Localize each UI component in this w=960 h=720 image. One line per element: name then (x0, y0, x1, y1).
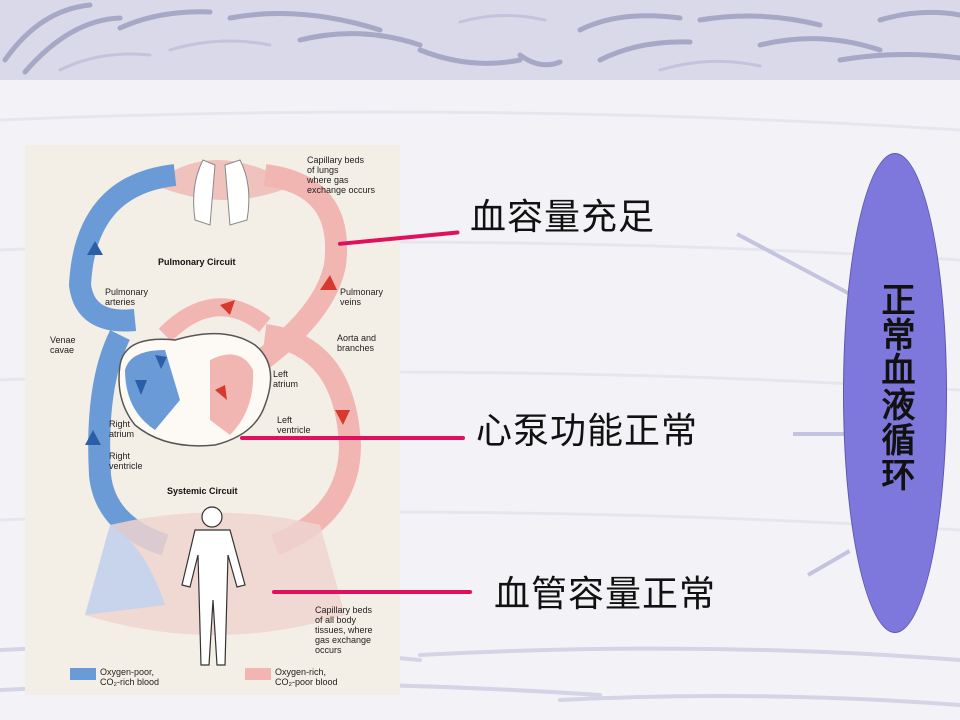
aorta-line-1: Aorta and (337, 333, 376, 343)
aortic-arch (158, 298, 271, 342)
capillary-body-line-3: tissues, where (315, 625, 373, 635)
connector-heart-pump (793, 432, 845, 436)
lung-capillaries (155, 160, 295, 200)
title-normal-circulation: 正常血液循环 (875, 282, 915, 492)
label-vessel-volume: 血管容量正常 (494, 574, 717, 615)
blue-arrows (85, 241, 167, 445)
left-ventricle-line-1: Left (277, 415, 293, 425)
capillary-lungs-line-1: Capillary beds (307, 155, 365, 165)
leader-line-heart-pump (240, 436, 465, 440)
right-atrium-line-1: Right (109, 419, 131, 429)
venae-cavae-line-1: Venae (50, 335, 76, 345)
pulmonary-arteries-line-2: arteries (105, 297, 136, 307)
capillary-body-line-4: gas exchange (315, 635, 371, 645)
right-ventricle-line-1: Right (109, 451, 131, 461)
pulmonary-circuit-label: Pulmonary Circuit (158, 257, 236, 267)
capillary-lungs-line-3: where gas (306, 175, 349, 185)
aorta-vessel (263, 324, 362, 556)
systemic-circuit-label: Systemic Circuit (167, 486, 238, 496)
right-heart (125, 350, 180, 430)
left-atrium-line-1: Left (273, 369, 289, 379)
right-ventricle-line-2: ventricle (109, 461, 143, 471)
capillary-body-line-2: of all body (315, 615, 357, 625)
red-arrows (215, 275, 350, 425)
legend-oxygen-poor-line-2: CO₂-rich blood (100, 677, 159, 687)
legend-oxygen-poor-line-1: Oxygen-poor, (100, 667, 154, 677)
legend-swatch-oxygen-rich (245, 668, 271, 680)
left-heart (210, 354, 254, 435)
pulmonary-veins-line-2: veins (340, 297, 362, 307)
capillary-lungs-line-4: exchange occurs (307, 185, 376, 195)
left-atrium-line-2: atrium (273, 379, 298, 389)
right-lung (224, 159, 250, 226)
circulation-diagram: Capillary beds of lungs where gas exchan… (25, 145, 400, 695)
capillary-body-line-5: occurs (315, 645, 342, 655)
aorta-line-2: branches (337, 343, 375, 353)
capillary-body-line-1: Capillary beds (315, 605, 373, 615)
legend-oxygen-rich-line-1: Oxygen-rich, (275, 667, 326, 677)
pulmonary-arteries-vessel (68, 164, 177, 332)
legend-oxygen-rich-line-2: CO₂-poor blood (275, 677, 338, 687)
pulmonary-arteries-line-1: Pulmonary (105, 287, 149, 297)
label-heart-pump: 心泵功能正常 (476, 411, 699, 452)
venae-cavae-line-2: cavae (50, 345, 74, 355)
body-silhouette (181, 506, 246, 666)
pulmonary-veins-line-1: Pulmonary (340, 287, 384, 297)
left-lung (193, 159, 216, 226)
right-atrium-line-2: atrium (109, 429, 134, 439)
left-ventricle-line-2: ventricle (277, 425, 311, 435)
capillary-lungs-line-2: of lungs (307, 165, 339, 175)
summary-ellipse (843, 153, 947, 633)
label-blood-volume: 血容量充足 (470, 197, 656, 238)
decorative-banner (0, 0, 960, 80)
leader-line-vessel-volume (272, 590, 472, 594)
legend-swatch-oxygen-poor (70, 668, 96, 680)
